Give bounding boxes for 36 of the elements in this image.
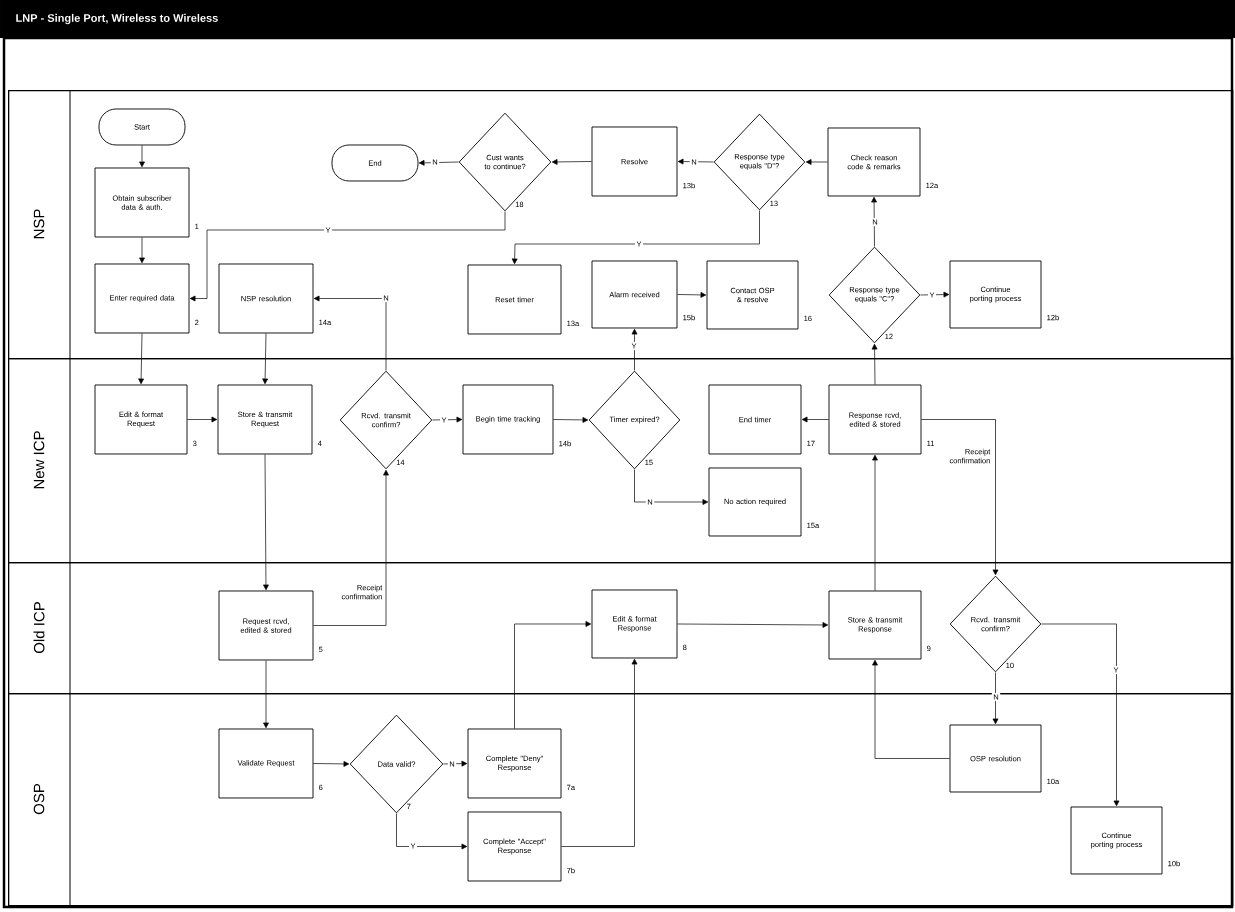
arrow <box>553 417 589 423</box>
arrow <box>313 761 350 767</box>
arrow <box>263 454 269 591</box>
arrow <box>187 416 218 423</box>
arrow <box>313 469 389 626</box>
arrow <box>443 760 468 767</box>
arrow <box>511 210 760 265</box>
arrow <box>677 292 707 298</box>
arrow <box>992 672 999 725</box>
arrow <box>634 469 709 505</box>
arrow <box>514 621 592 729</box>
arrow <box>313 295 387 371</box>
arrow <box>189 211 506 302</box>
arrow <box>396 813 468 850</box>
arrow <box>805 159 828 165</box>
arrow <box>871 196 877 247</box>
arrow <box>801 416 829 423</box>
arrow <box>551 159 592 165</box>
arrow <box>872 659 950 759</box>
arrow <box>418 160 459 166</box>
arrow <box>262 333 268 385</box>
arrow <box>561 658 638 847</box>
arrow <box>920 291 950 298</box>
title-bar: LNP - Single Port, Wireless to Wireless <box>0 0 1235 38</box>
arrow <box>921 419 999 576</box>
arrow <box>138 333 144 385</box>
arrow <box>677 158 714 165</box>
arrow <box>139 145 145 168</box>
arrow <box>631 328 638 371</box>
arrow <box>432 416 463 423</box>
arrow <box>677 622 829 628</box>
arrow <box>263 660 269 729</box>
arrow <box>872 454 878 591</box>
arrow <box>871 343 878 385</box>
arrow <box>139 237 145 264</box>
arrow <box>1041 623 1120 807</box>
